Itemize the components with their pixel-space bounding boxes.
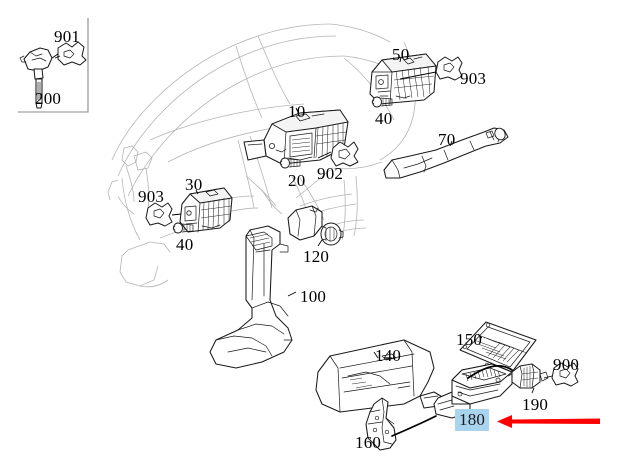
part-200-sensor [19,47,53,109]
callout-902-clip-center: 902 [317,164,344,183]
part-903-clip-right [435,56,463,81]
callout-100-duct-center: 100 [300,287,327,306]
part-20-screw-center [279,157,301,169]
callout-50-blower-right: 50 [392,45,410,64]
callout-10-blower-center: 10 [288,102,306,121]
part-901-clip [57,41,87,66]
callout-150-filter: 150 [456,330,483,349]
part-100-duct-center [209,225,293,369]
sensor-inset-box [18,18,89,113]
part-160-bracket [365,397,397,451]
part-140-duct-rear [315,339,445,413]
callout-903-clip-left: 903 [138,187,165,206]
red-pointer-arrow [497,415,600,428]
callout-901-clip-inset: 901 [54,27,81,46]
part-40-screw-left [172,222,194,234]
part-120-actuator [287,205,344,246]
callout-120-actuator: 120 [303,247,330,266]
part-40-screw-right [371,96,393,108]
part-50-blower-right [369,53,437,105]
part-70-duct [383,127,509,179]
callout-40-screw-right: 40 [375,109,393,128]
callout-180-control-unit: 180 [455,409,490,431]
callout-200-sensor: 200 [35,89,62,108]
callout-903-clip-right: 903 [460,69,487,88]
part-903-clip-left [145,202,173,227]
part-900-clip-bottom [551,362,579,387]
part-190-connector [507,363,549,389]
callout-20-screw-center: 20 [288,171,306,190]
callout-70-duct: 70 [438,130,456,149]
callout-190-connector: 190 [522,395,549,414]
callout-140-duct-rear: 140 [375,346,402,365]
part-902-clip-center [330,141,359,167]
callout-160-bracket: 160 [355,433,382,452]
part-30-blower-left [179,187,233,233]
callout-900-clip-bottom: 900 [553,355,580,374]
callout-30-blower-left: 30 [185,175,203,194]
callout-40-screw-left: 40 [176,235,194,254]
